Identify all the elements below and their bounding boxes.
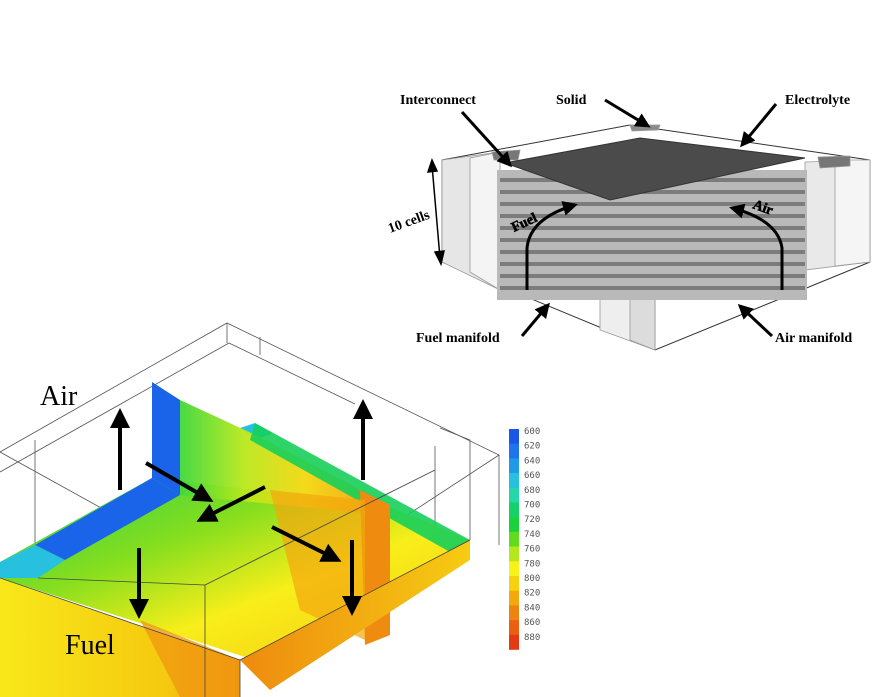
thermal-plot: Air Fuel 600 620 640 660 680 700 720 740 760 780 8… <box>0 322 540 697</box>
colorbar-tick-label: 780 <box>524 559 540 569</box>
cell-stripe <box>500 202 805 206</box>
label-10-cells: 10 cells <box>386 208 432 237</box>
cell-stripe <box>500 286 805 290</box>
colorbar-swatch <box>509 620 519 636</box>
colorbar-tick-label: 800 <box>524 574 540 584</box>
stack-layers <box>497 137 807 300</box>
colorbar-swatch <box>509 605 519 621</box>
label-fuel: Fuel <box>65 630 115 661</box>
colorbar-swatch <box>509 487 519 503</box>
arrow-solid <box>604 98 651 128</box>
arrow-fuel-manifold <box>520 302 550 337</box>
colorbar-swatch <box>509 590 519 606</box>
cell-stripe <box>500 274 805 278</box>
arrow-in-1 <box>144 461 214 503</box>
colorbar-tick-label: 760 <box>524 545 540 555</box>
colorbar-tick-label: 700 <box>524 501 540 511</box>
colorbar-swatch <box>509 531 519 547</box>
colorbar-tick-label: 620 <box>524 442 540 452</box>
colorbar-tick-label: 740 <box>524 530 540 540</box>
colorbar-swatch <box>509 517 519 533</box>
colorbar-swatch <box>509 458 519 474</box>
arrow-electrolyte <box>740 103 778 148</box>
arrow-air-flow <box>729 203 784 290</box>
label-air-flow: Air <box>751 198 775 219</box>
arrow-fuel-flow <box>525 201 578 290</box>
arrow-in-3 <box>271 525 342 562</box>
colorbar-swatch <box>509 502 519 518</box>
arrow-in-2 <box>196 485 266 522</box>
colorbar-swatch <box>509 576 519 591</box>
temperature-colorbar: 600 620 640 660 680 700 720 740 760 780 800 820 840 8… <box>509 427 540 650</box>
colorbar-swatch <box>509 443 519 459</box>
colorbar-tick-label: 660 <box>524 471 540 481</box>
cell-stripe <box>500 238 805 242</box>
colorbar-tick-label: 860 <box>524 618 540 628</box>
colorbar-tick-label: 600 <box>524 427 540 437</box>
colorbar-tick-label: 640 <box>524 456 540 466</box>
label-air-manifold: Air manifold <box>775 331 852 346</box>
cell-stripe <box>500 190 805 194</box>
arrow-cell-height <box>426 157 445 267</box>
arrow-interconnect <box>460 110 513 168</box>
cell-stripe <box>500 262 805 266</box>
label-solid: Solid <box>556 93 587 108</box>
cell-stripe <box>500 226 805 230</box>
arrow-air-manifold <box>737 303 774 338</box>
cold-air-inlet <box>35 478 180 560</box>
label-air: Air <box>40 381 78 412</box>
colorbar-swatch <box>509 546 519 562</box>
label-fuel-manifold: Fuel manifold <box>416 331 500 346</box>
colorbar-tick-label: 820 <box>524 589 540 599</box>
colorbar-tick-label: 680 <box>524 486 540 496</box>
cell-stripe <box>500 214 805 218</box>
cell-stripe <box>500 250 805 254</box>
top-interconnect-plate <box>503 137 806 201</box>
colorbar-tick-label: 880 <box>524 633 540 643</box>
colorbar-swatch <box>509 429 519 444</box>
label-electrolyte: Electrolyte <box>785 93 850 108</box>
label-interconnect: Interconnect <box>400 93 476 108</box>
stack-diagram: Interconnect Solid Electrolyte 10 cells … <box>386 93 871 351</box>
colorbar-tick-label: 840 <box>524 603 540 613</box>
colorbar-tick-label: 720 <box>524 515 540 525</box>
colorbar-swatch <box>509 473 519 489</box>
back-wall-cold <box>152 382 180 495</box>
colorbar-swatch <box>509 634 519 650</box>
colorbar-swatch <box>509 561 519 577</box>
